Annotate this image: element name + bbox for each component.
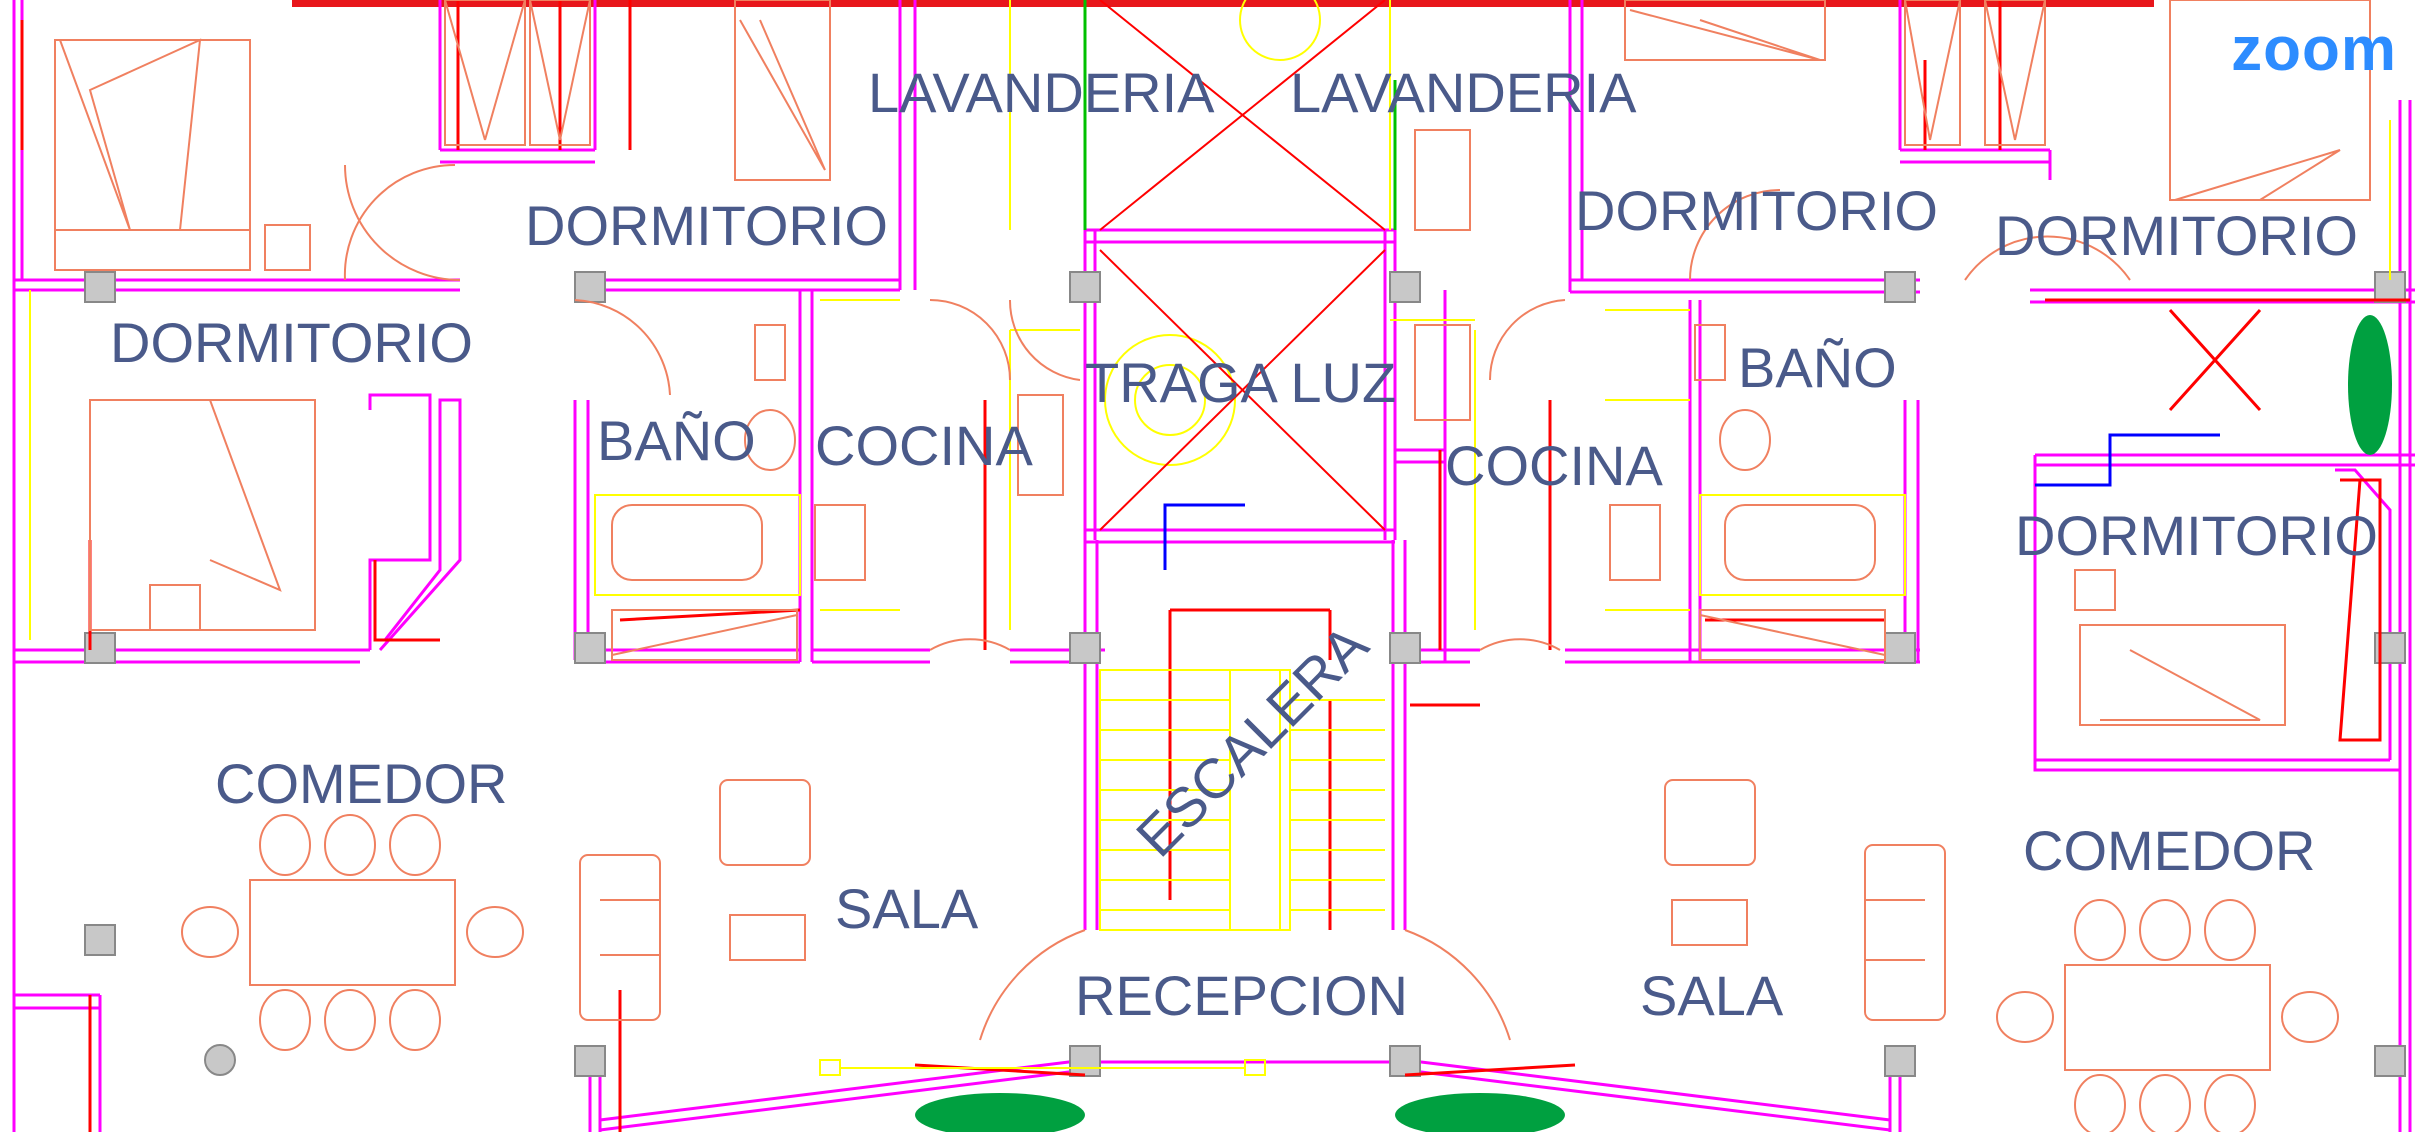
columns xyxy=(84,271,2406,1077)
label-dormitorio-left: DORMITORIO xyxy=(110,311,473,374)
label-dormitorio-far-right-top: DORMITORIO xyxy=(1995,204,2358,267)
label-bano-left: BAÑO xyxy=(597,409,756,472)
label-sala-left: SALA xyxy=(835,877,979,940)
room-labels: LAVANDERIA LAVANDERIA DORMITORIO DORMITO… xyxy=(110,61,2378,1027)
zoom-logo: zoom xyxy=(2231,15,2397,84)
label-comedor-left: COMEDOR xyxy=(215,752,507,815)
label-comedor-right: COMEDOR xyxy=(2023,819,2315,882)
label-dormitorio-top-right: DORMITORIO xyxy=(1575,179,1938,242)
label-dormitorio-far-right: DORMITORIO xyxy=(2015,504,2378,567)
share-top-bar xyxy=(292,0,2154,7)
label-bano-right: BAÑO xyxy=(1738,336,1897,399)
skylight-cross xyxy=(1099,0,1386,531)
label-traga-luz: TRAGA LUZ xyxy=(1085,351,1396,414)
label-escalera: ESCALERA xyxy=(1124,612,1380,868)
label-lavanderia-left: LAVANDERIA xyxy=(868,61,1215,124)
fixture-lines xyxy=(29,0,2391,1076)
plants xyxy=(915,315,2392,1132)
label-cocina-right: COCINA xyxy=(1445,434,1663,497)
blue-lines xyxy=(1163,433,2220,570)
walls xyxy=(12,0,2415,1132)
label-lavanderia-right: LAVANDERIA xyxy=(1290,61,1637,124)
label-recepcion: RECEPCION xyxy=(1075,964,1408,1027)
green-lines xyxy=(1083,0,1397,230)
label-cocina-left: COCINA xyxy=(815,414,1033,477)
furniture xyxy=(54,0,2371,1132)
label-sala-right: SALA xyxy=(1640,964,1784,1027)
label-dormitorio-top-left: DORMITORIO xyxy=(525,194,888,257)
